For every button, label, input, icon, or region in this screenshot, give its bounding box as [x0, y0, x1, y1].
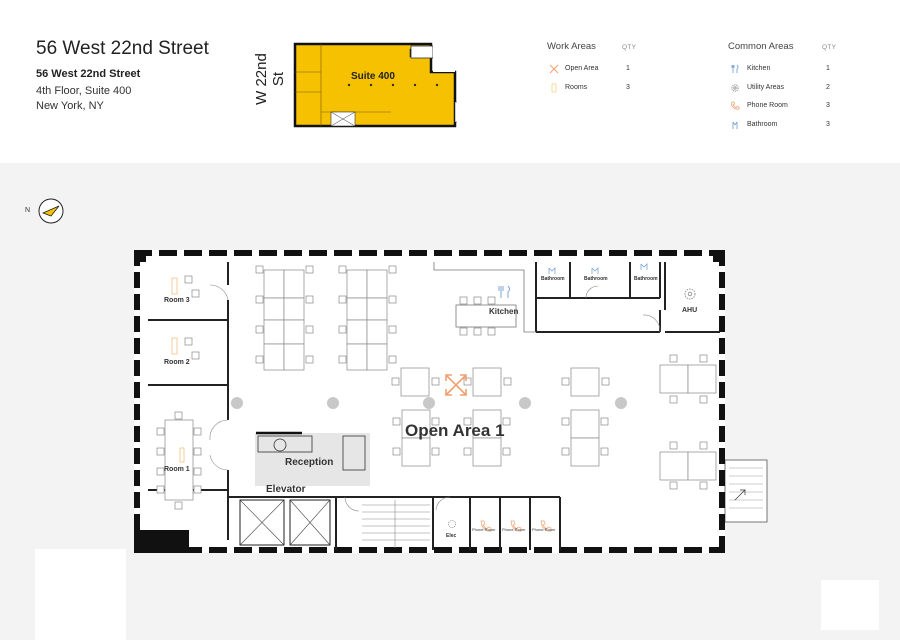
legend-phone-qty: 3 — [826, 102, 830, 109]
reception-label: Reception — [285, 457, 334, 468]
work-areas-heading: Work Areas — [547, 41, 596, 52]
header: 56 West 22nd Street 56 West 22nd Street … — [0, 0, 900, 163]
reception-area — [255, 433, 370, 486]
elec-gear-icon — [448, 520, 456, 528]
key-map-suite-label: Suite 400 — [351, 71, 395, 82]
phone-room-3-label: Phone Room — [532, 527, 556, 532]
legend-utility-qty: 2 — [826, 84, 830, 91]
key-map — [291, 42, 457, 128]
room-2-label: Room 2 — [164, 359, 190, 366]
phone-icon — [731, 101, 740, 110]
bathroom-icon — [732, 121, 738, 129]
legend-kitchen-label: Kitchen — [747, 65, 771, 72]
room-3-label: Room 3 — [164, 297, 190, 304]
open-area-icon — [549, 64, 559, 74]
legend-rooms-qty: 3 — [626, 84, 630, 91]
address-line-1: 56 West 22nd Street — [36, 68, 141, 80]
kitchen-label: Kitchen — [489, 307, 519, 316]
kitchen-icon — [731, 64, 739, 73]
legend-open-area-qty: 1 — [626, 65, 630, 72]
phone-plan-icons — [480, 520, 552, 532]
room-1-label: Room 1 — [164, 466, 190, 473]
bathroom-3-label: Bathroom — [634, 276, 658, 282]
room-icon — [551, 83, 557, 93]
legend-bathroom-qty: 3 — [826, 121, 830, 128]
legend-kitchen-qty: 1 — [826, 65, 830, 72]
elevator-label: Elevator — [266, 484, 306, 495]
phone-room-1-label: Phone Room — [472, 527, 496, 532]
ahu-gear-icon — [684, 288, 696, 300]
compass-icon — [38, 198, 64, 224]
elec-label: Elec — [446, 533, 457, 539]
phone-room-2-label: Phone Room — [502, 527, 526, 532]
kitchen-plan-icon — [498, 285, 510, 298]
address-line-2: 4th Floor, Suite 400 — [36, 85, 132, 97]
page-title: 56 West 22nd Street — [36, 38, 209, 59]
work-areas-qty-label: QTY — [622, 44, 637, 51]
bathroom-1-label: Bathroom — [541, 276, 565, 282]
legend-bathroom-label: Bathroom — [747, 121, 778, 128]
address-line-3: New York, NY — [36, 100, 104, 112]
legend-utility-label: Utility Areas — [747, 84, 784, 91]
bathroom-plan-icons — [548, 263, 648, 274]
common-areas-qty-label: QTY — [822, 44, 837, 51]
legend-rooms-label: Rooms — [565, 84, 588, 91]
blank-panel-right — [821, 580, 879, 630]
gear-icon — [731, 84, 739, 92]
open-area-plan-icon — [445, 374, 467, 396]
open-area-label: Open Area 1 — [405, 421, 505, 440]
blank-panel-left — [35, 549, 126, 640]
common-areas-heading: Common Areas — [728, 41, 794, 52]
ahu-label: AHU — [682, 307, 698, 314]
legend-open-area-label: Open Area — [565, 65, 599, 72]
north-label: N — [25, 207, 31, 214]
bathroom-2-label: Bathroom — [584, 276, 608, 282]
legend-phone-label: Phone Room — [747, 102, 788, 109]
